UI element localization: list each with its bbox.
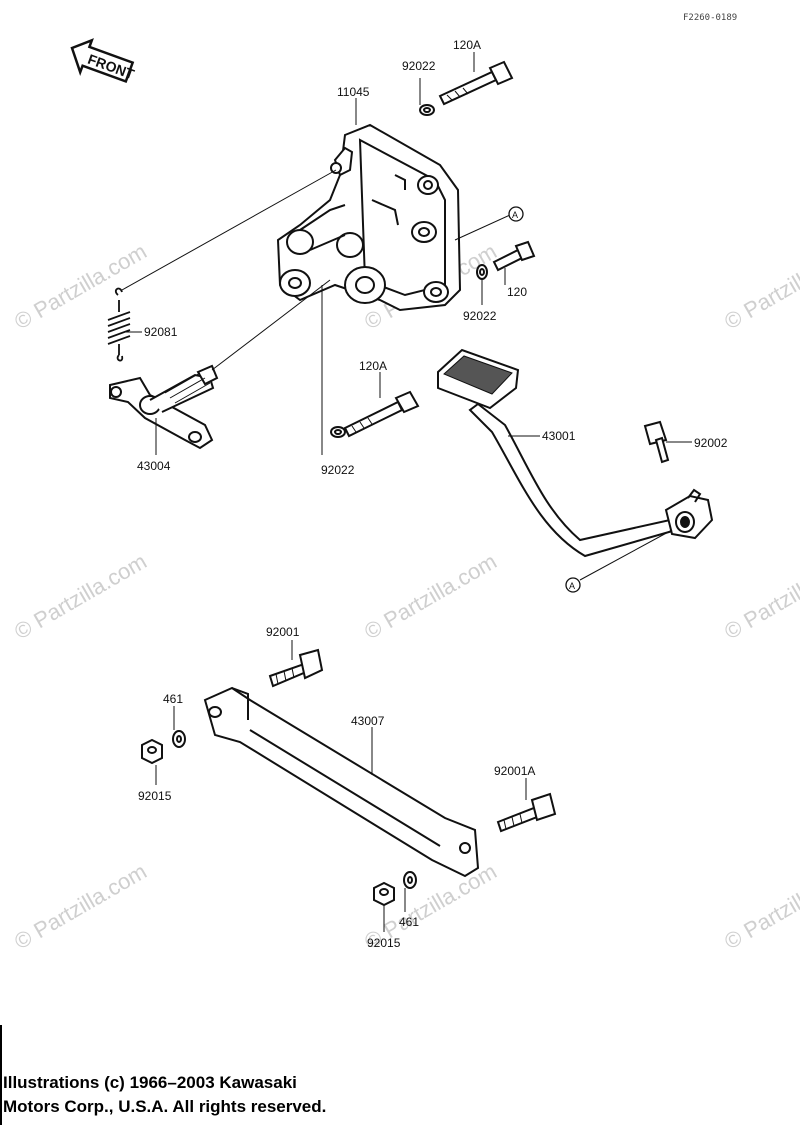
nut-92015-left [141,738,163,765]
watermarks: © Partzilla.com © Partzilla.com © Partzi… [10,239,800,955]
part-label-92081: 92081 [144,325,178,339]
part-label-461-bottom: 461 [399,915,419,929]
bolt-120-right [492,240,536,272]
pin-92001 [268,648,324,688]
ref-marker-a-bottom: A [565,577,581,593]
ref-marker-label: A [569,581,575,591]
lever-43004 [109,364,219,450]
washer-92022-mid [330,426,346,438]
washer-461-bottom [403,871,417,889]
nut-92015-bottom [373,881,395,907]
washer-92022-top [419,104,435,116]
bolt-120A-mid [343,390,420,438]
watermark: © Partzilla.com [10,549,151,645]
washer-92022-right [476,264,488,280]
part-label-43004: 43004 [137,459,171,473]
part-label-92002: 92002 [694,436,728,450]
copyright-line-2: Motors Corp., U.S.A. All rights reserved… [3,1097,327,1116]
part-label-92001A: 92001A [494,764,535,778]
watermark: © Partzilla.com [360,549,501,645]
part-label-120A-mid: 120A [359,359,387,373]
ref-marker-label: A [512,210,518,220]
left-border-rule [0,1025,2,1125]
pin-92001A [496,792,557,833]
ref-marker-a-top: A [508,206,524,222]
part-label-92022-top: 92022 [402,59,436,73]
part-label-43001: 43001 [542,429,576,443]
spring-92081 [107,287,131,362]
copyright-line-1: Illustrations (c) 1966–2003 Kawasaki [3,1073,297,1092]
part-label-92015-bottom: 92015 [367,936,401,950]
part-label-92022-right: 92022 [463,309,497,323]
drawing-code: F2260-0189 [683,13,737,23]
copyright-notice: Illustrations (c) 1966–2003 Kawasaki Mot… [3,1071,326,1119]
part-label-43007: 43007 [351,714,385,728]
bolt-92002 [643,420,670,464]
part-label-92015-left: 92015 [138,789,172,803]
washer-461-left [172,730,186,748]
watermark: © Partzilla.com [10,859,151,955]
watermark: © Partzilla.com [720,239,800,335]
front-arrow-icon: FRONT [70,38,137,84]
part-label-461-left: 461 [163,692,183,706]
part-label-92001: 92001 [266,625,300,639]
part-label-92022-mid: 92022 [321,463,355,477]
brake-pedal-43001 [437,348,714,558]
watermark: © Partzilla.com [720,549,800,645]
part-label-120: 120 [507,285,527,299]
rod-43007 [203,686,480,878]
part-label-11045: 11045 [337,85,370,99]
watermark: © Partzilla.com [720,859,800,955]
leader-lines [121,52,692,932]
bolt-120A-top [438,60,514,106]
part-label-120A-top: 120A [453,38,481,52]
caliper-housing-11045 [276,123,462,312]
part-labels: 11045 92022 120A 120 92022 92081 43004 1… [137,38,728,950]
